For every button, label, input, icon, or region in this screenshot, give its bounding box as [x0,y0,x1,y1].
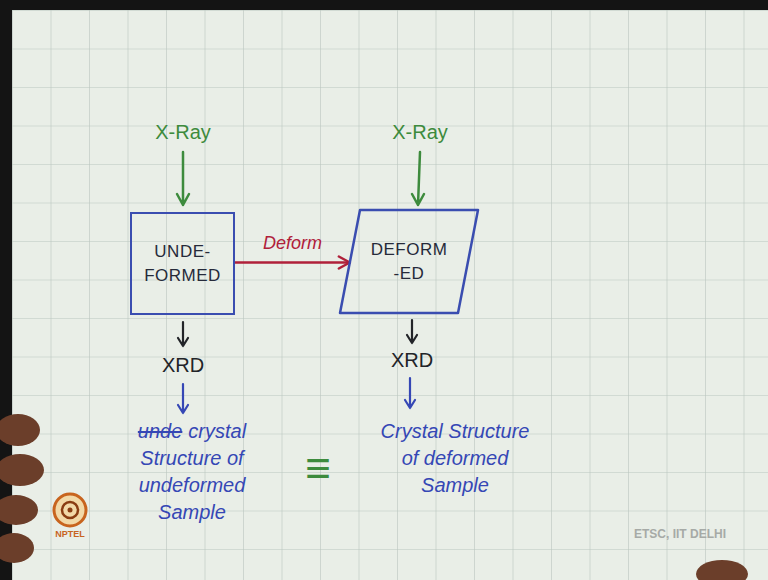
down-arrow [178,322,188,346]
deformed-sample-box: DEFORM -ED [340,210,478,313]
xrd-label-block: XRD [138,353,228,378]
result-note: Crystal Structure of deformed Sample [381,420,530,496]
xray-arrow [412,152,424,205]
result-note-block: undecrystal Structure of undeformed Samp… [117,418,267,526]
equivalence-sign: ≡ [305,443,331,492]
logo [54,494,86,526]
parallelogram-outline [340,210,478,313]
parallelogram-outline [340,210,478,313]
xray-label: X-Ray [392,121,448,143]
fingers [0,414,748,580]
box-label: UNDE- FORMED [144,240,221,288]
down-arrow [407,320,417,343]
xray-arrow [177,152,189,205]
grid [12,10,768,580]
equivalence-sign-block: ≡ [288,440,348,495]
watermark-block: ETSC, IIT DELHI [610,527,750,542]
xrd-label: XRD [391,349,433,371]
down-arrow [405,378,415,408]
box-label: DEFORM -ED [370,238,448,286]
logo-text: NPTEL [55,529,85,539]
xray-label: X-Ray [155,121,211,143]
xray-label-block: X-Ray [128,120,238,145]
deform-arrow [235,261,350,264]
edge-label: Deform [263,233,322,254]
logo-text-block: NPTEL [45,529,95,540]
xray-label-block: X-Ray [365,120,475,145]
xrd-label: XRD [162,354,204,376]
paper [12,10,768,580]
sample-box: UNDE- FORMED [130,212,235,315]
deform-arrow [235,257,350,269]
struck-word: unde [138,420,183,442]
down-arrow [178,384,188,413]
watermark: ETSC, IIT DELHI [634,527,726,541]
result-note-block: Crystal Structure of deformed Sample [373,418,538,499]
xrd-label-block: XRD [367,348,457,373]
